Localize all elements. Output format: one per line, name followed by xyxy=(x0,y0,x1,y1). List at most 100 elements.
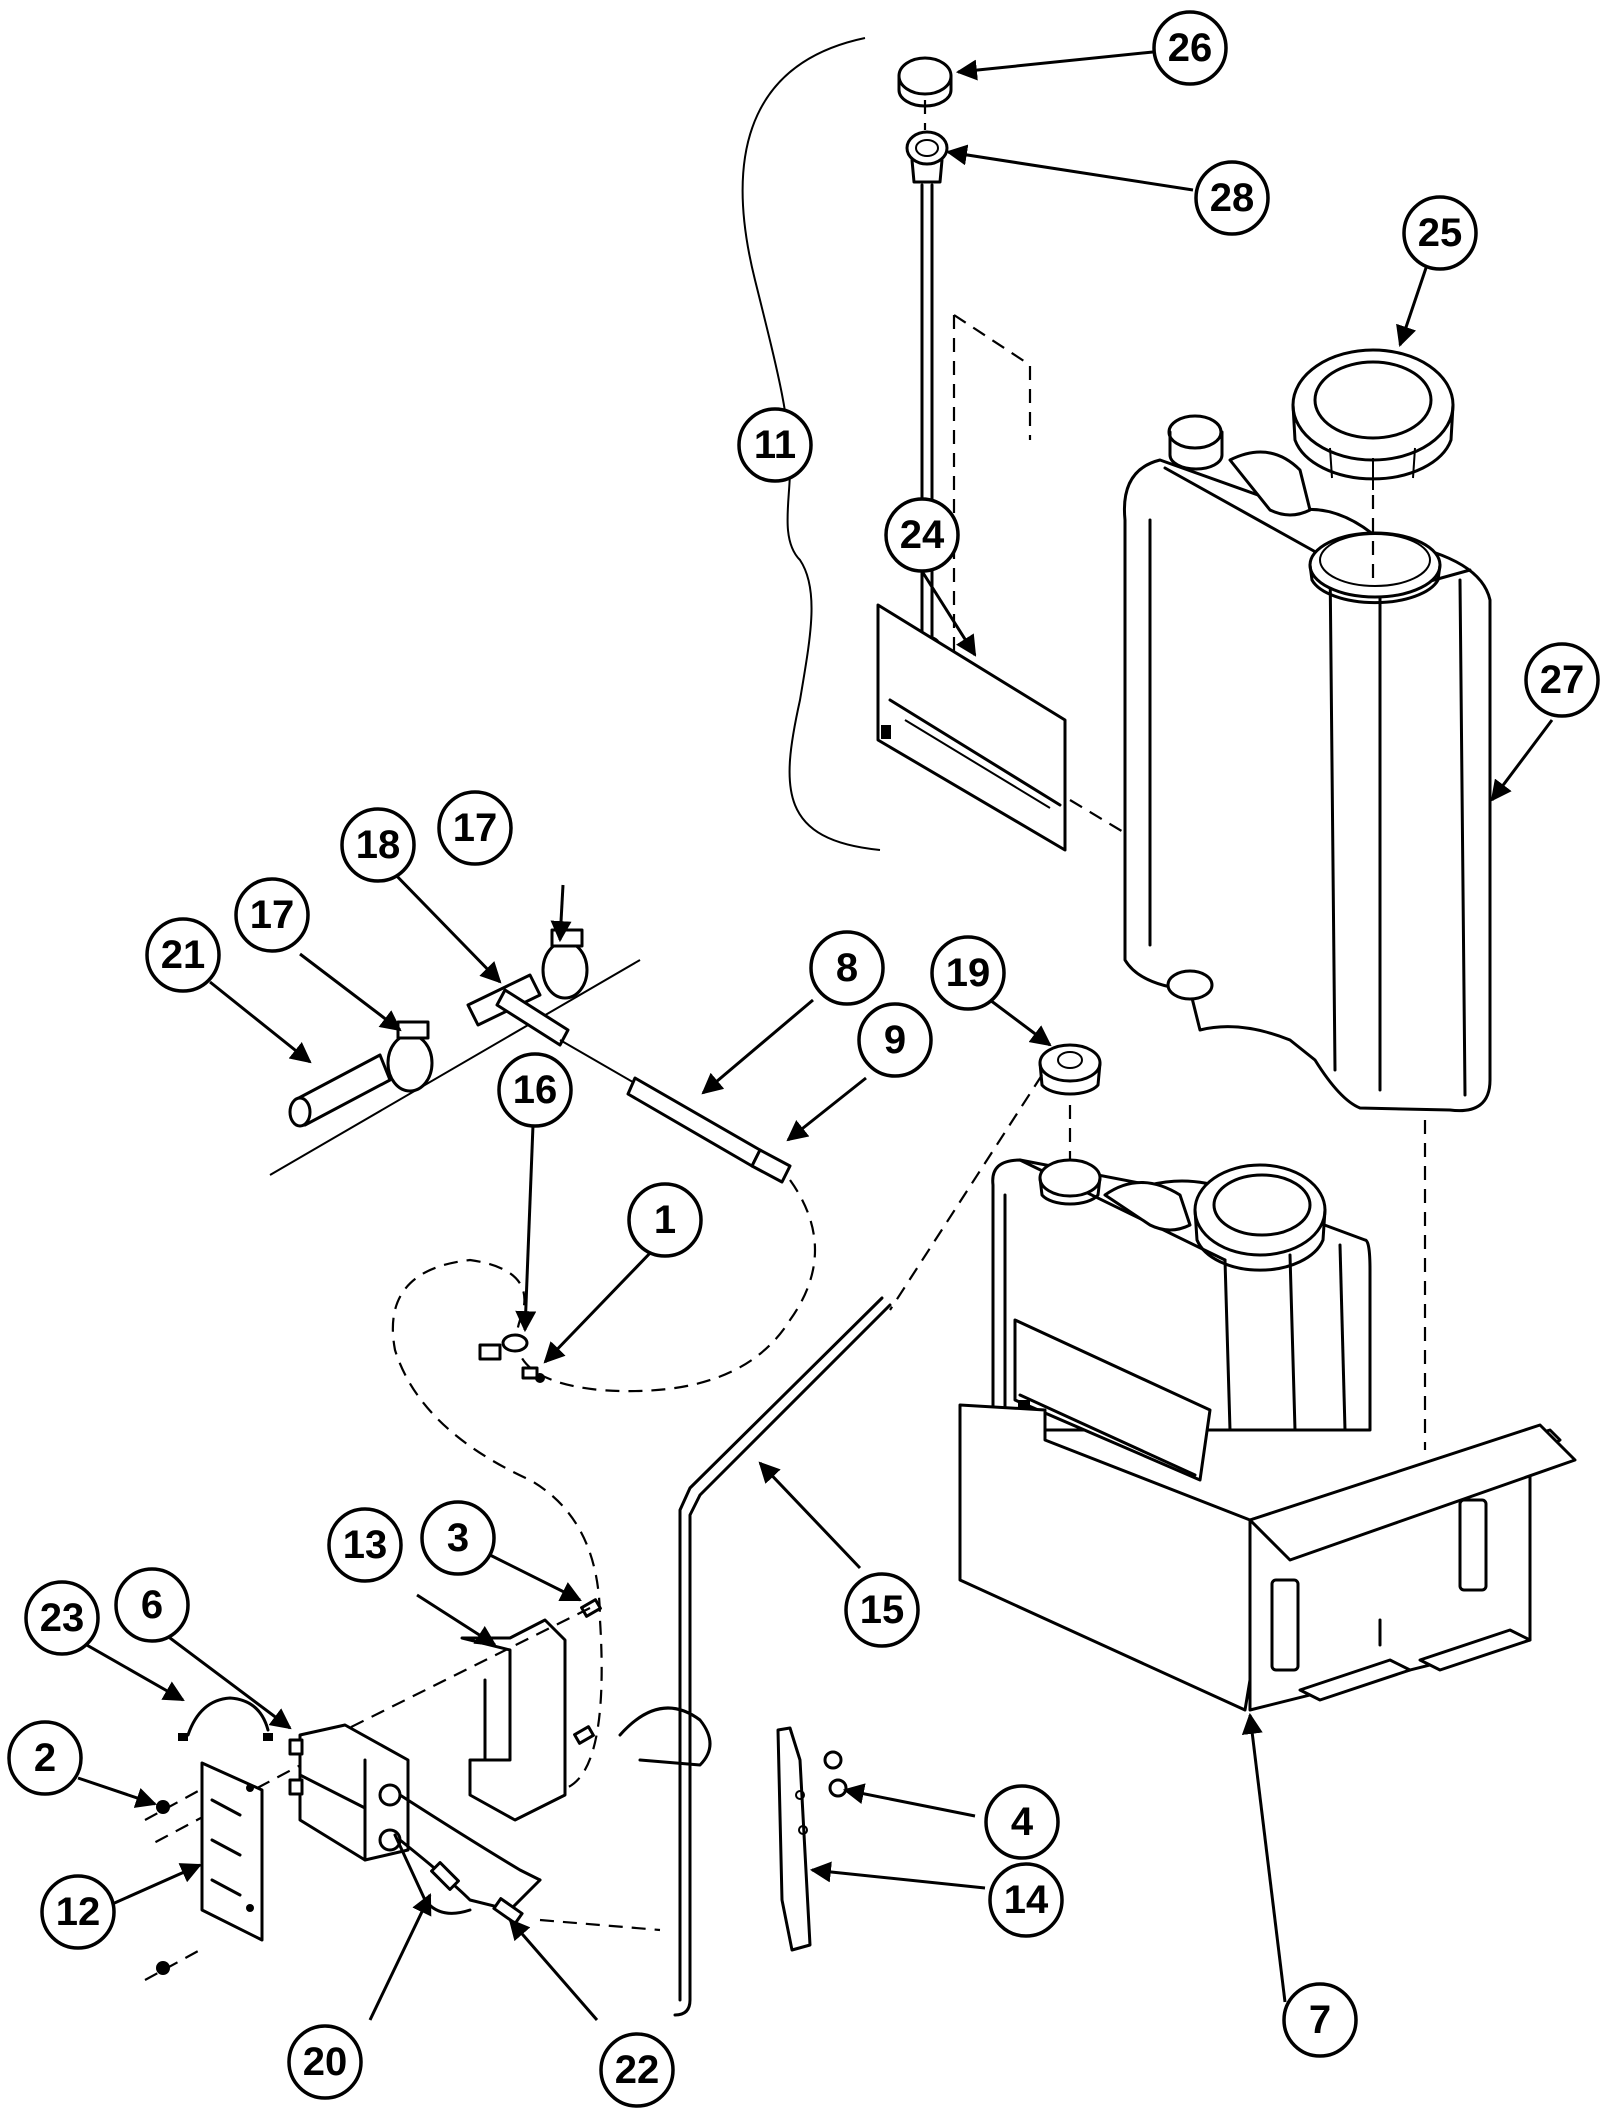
callout-7[interactable]: 7 xyxy=(1282,1982,1358,2058)
svg-text:21: 21 xyxy=(161,933,206,977)
callout-18[interactable]: 18 xyxy=(340,807,416,883)
svg-text:2: 2 xyxy=(34,1736,56,1780)
svg-text:28: 28 xyxy=(1210,176,1255,220)
callout-25[interactable]: 25 xyxy=(1402,195,1478,271)
svg-text:9: 9 xyxy=(884,1018,906,1062)
svg-text:6: 6 xyxy=(141,1583,163,1627)
svg-text:11: 11 xyxy=(754,423,796,467)
svg-text:25: 25 xyxy=(1418,211,1463,255)
leader-26 xyxy=(955,50,1154,81)
callout-4[interactable]: 4 xyxy=(984,1784,1060,1860)
svg-text:22: 22 xyxy=(615,2048,660,2092)
part-tee-fitting-18 xyxy=(466,973,570,1047)
leader-21 xyxy=(209,980,312,1064)
callout-13[interactable]: 13 xyxy=(327,1507,403,1583)
leader-3 xyxy=(489,1553,582,1602)
svg-text:17: 17 xyxy=(453,806,498,850)
part-fitting-28 xyxy=(905,130,949,184)
part-bracket-13 xyxy=(460,1618,567,1822)
part-rod-15 xyxy=(673,1296,892,2017)
svg-text:15: 15 xyxy=(860,1588,905,1632)
leader-22 xyxy=(508,1918,599,2021)
leader-4 xyxy=(842,1783,976,1818)
svg-text:17: 17 xyxy=(250,893,295,937)
callout-24[interactable]: 24 xyxy=(884,497,960,573)
svg-text:8: 8 xyxy=(836,946,858,990)
leader-17b xyxy=(299,952,402,1032)
svg-text:13: 13 xyxy=(343,1523,388,1567)
leader-7 xyxy=(1241,1712,1287,2003)
part-tube-9 xyxy=(750,1148,792,1184)
callout-21[interactable]: 21 xyxy=(145,917,221,993)
part-screw-3 xyxy=(580,1598,602,1618)
part-switch-6 xyxy=(288,1723,410,1862)
part-tank-27 xyxy=(1122,414,1492,1113)
part-bracket-14 xyxy=(776,1726,812,1952)
leader-8 xyxy=(701,998,814,1095)
callout-26[interactable]: 26 xyxy=(1152,10,1228,86)
svg-text:24: 24 xyxy=(900,513,945,557)
leader-6 xyxy=(161,1630,292,1730)
callout-8[interactable]: 8 xyxy=(809,930,885,1006)
callout-19[interactable]: 19 xyxy=(930,935,1006,1011)
part-cap-25 xyxy=(1291,348,1455,490)
leader-19 xyxy=(989,998,1052,1047)
callout-22[interactable]: 22 xyxy=(599,2032,675,2108)
leader-24 xyxy=(918,567,977,657)
svg-text:3: 3 xyxy=(447,1516,469,1560)
callout-3[interactable]: 3 xyxy=(420,1500,496,1576)
svg-text:23: 23 xyxy=(40,1596,85,1640)
leader-16 xyxy=(515,1124,537,1333)
svg-text:26: 26 xyxy=(1168,26,1213,70)
leader-9 xyxy=(786,1076,867,1142)
leader-12 xyxy=(109,1863,202,1907)
leader-27 xyxy=(1490,719,1554,802)
callout-28[interactable]: 28 xyxy=(1194,160,1270,236)
group-bracket-curve xyxy=(741,37,881,851)
callout-17b[interactable]: 17 xyxy=(234,877,310,953)
callout-1[interactable]: 1 xyxy=(627,1182,703,1258)
part-rod-clamp xyxy=(618,1706,712,1767)
svg-text:18: 18 xyxy=(356,823,401,867)
leader-28 xyxy=(945,144,1194,192)
part-ring-23 xyxy=(178,1696,273,1741)
part-nut-2a xyxy=(156,1800,170,1814)
callout-2[interactable]: 2 xyxy=(7,1720,83,1796)
part-tube-8 xyxy=(626,1076,762,1168)
leader-23 xyxy=(77,1638,185,1702)
part-lower-tank xyxy=(991,1158,1372,1482)
svg-text:1: 1 xyxy=(654,1198,676,1242)
leader-14 xyxy=(809,1861,986,1890)
leader-13 xyxy=(416,1593,497,1647)
callout-27[interactable]: 27 xyxy=(1524,642,1600,718)
part-clamp-17b xyxy=(541,928,589,1000)
part-cap-26 xyxy=(897,56,953,108)
callout-15[interactable]: 15 xyxy=(844,1572,920,1648)
svg-text:14: 14 xyxy=(1004,1878,1049,1922)
svg-text:16: 16 xyxy=(513,1068,558,1112)
part-label-24 xyxy=(876,603,1067,852)
part-dip-tube xyxy=(913,183,941,655)
leader-15 xyxy=(758,1461,862,1570)
leader-1 xyxy=(543,1248,655,1364)
svg-text:7: 7 xyxy=(1309,1998,1331,2042)
part-hose-21 xyxy=(288,1053,392,1128)
part-clamp-17a xyxy=(386,1020,434,1093)
part-plate-12 xyxy=(200,1761,264,1942)
callout-14[interactable]: 14 xyxy=(988,1862,1064,1938)
leader-18 xyxy=(386,865,502,984)
callout-12[interactable]: 12 xyxy=(40,1874,116,1950)
callout-17a[interactable]: 17 xyxy=(437,790,513,866)
svg-text:20: 20 xyxy=(303,2040,348,2084)
callout-11[interactable]: 11 xyxy=(737,407,813,483)
callout-9[interactable]: 9 xyxy=(857,1002,933,1078)
part-holder-7 xyxy=(958,1403,1577,1712)
leader-2 xyxy=(77,1776,157,1808)
callout-23[interactable]: 23 xyxy=(24,1580,100,1656)
part-nut-2b xyxy=(156,1961,170,1975)
callout-20[interactable]: 20 xyxy=(287,2024,363,2100)
callout-6[interactable]: 6 xyxy=(114,1567,190,1643)
callout-16[interactable]: 16 xyxy=(497,1052,573,1128)
svg-text:12: 12 xyxy=(56,1890,101,1934)
